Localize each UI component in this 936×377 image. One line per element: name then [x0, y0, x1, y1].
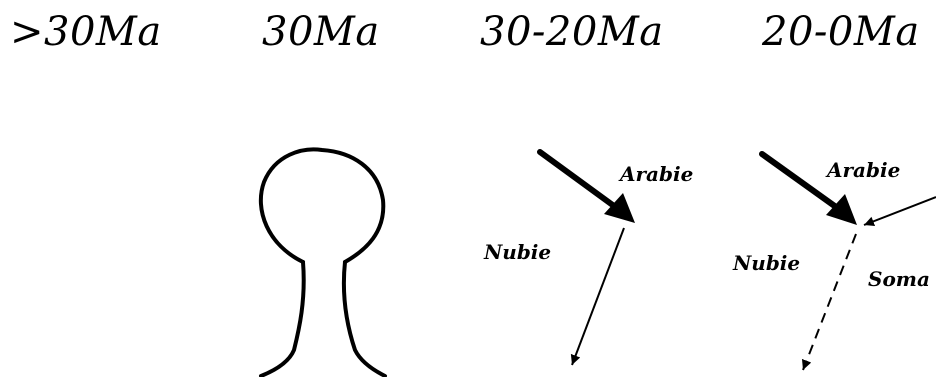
- plume-conduit-right: [341, 260, 387, 377]
- period-heading-30ma: 30Ma: [262, 9, 380, 55]
- plume-conduit-left: [259, 260, 306, 377]
- stage4-label-nubia: Nubie: [733, 251, 801, 275]
- period-heading-30-20ma: 30-20Ma: [480, 9, 664, 55]
- stage3-arabia-arrow-shaft: [537, 149, 617, 209]
- stage4-nubia-dashed-arrow: [801, 233, 857, 371]
- plume-head-outline: [258, 147, 386, 264]
- stage4-somalia-arrow: [863, 196, 936, 227]
- stage3-label-nubia: Nubie: [484, 240, 552, 264]
- period-heading-pre-30ma: >30Ma: [10, 9, 162, 55]
- stage4-arabia-arrow-head: [826, 194, 857, 225]
- stage3-motion-arrows: [537, 149, 635, 366]
- stage3-arabia-arrow-head: [604, 193, 635, 223]
- stage4-motion-arrows: [759, 151, 936, 371]
- stage4-label-arabia: Arabie: [827, 158, 901, 182]
- stage4-label-somalia: Soma: [868, 267, 930, 291]
- stage3-label-arabia: Arabie: [620, 162, 694, 186]
- stage3-nubia-arrow: [570, 227, 625, 366]
- period-heading-20-0ma: 20-0Ma: [762, 9, 920, 55]
- stage4-arabia-arrow-shaft: [759, 151, 839, 210]
- mantle-plume-shape: [258, 147, 387, 377]
